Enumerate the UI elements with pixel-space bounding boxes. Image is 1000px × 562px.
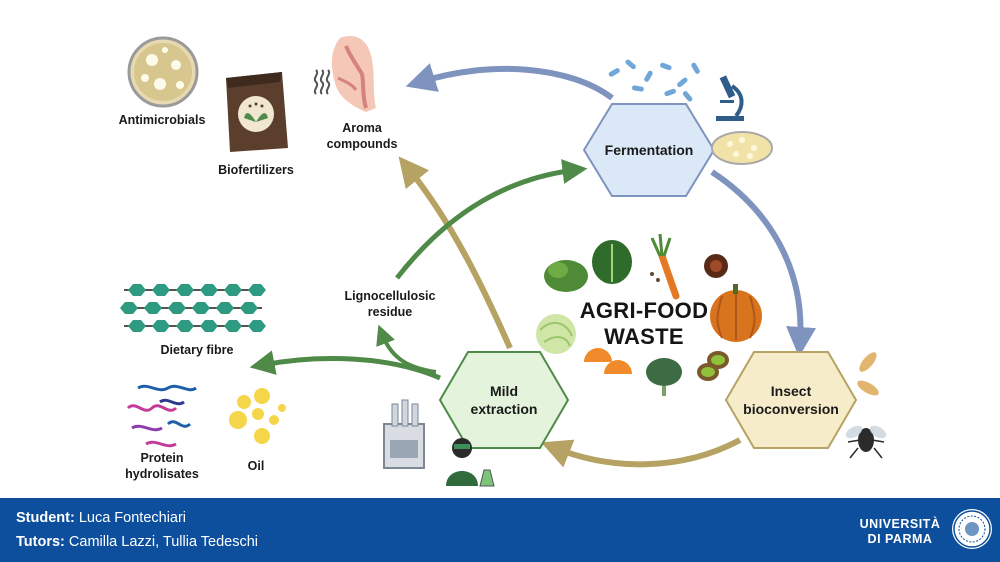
university-line2: DI PARMA <box>867 532 933 546</box>
university-line1: UNIVERSITÀ <box>859 517 941 531</box>
tutors-label: Tutors: <box>16 534 65 550</box>
insect-bioconversion-label: Insect bioconversion <box>730 382 852 418</box>
arrow-fermentation-to-insect <box>710 169 816 357</box>
vegetables-icon <box>536 233 762 396</box>
agri-line1: AGRI-FOOD <box>579 298 709 323</box>
mild-line2: extraction <box>470 401 538 417</box>
dietary-fibre-label: Dietary fibre <box>160 343 234 357</box>
insect-line2: bioconversion <box>743 401 839 417</box>
footer-bar <box>0 498 1000 562</box>
arrow-ligno-to-fermentation <box>395 159 588 280</box>
university-name: UNIVERSITÀ DI PARMA <box>852 517 948 547</box>
antimicrobials-label: Antimicrobials <box>118 113 206 127</box>
larvae-icon <box>857 352 879 396</box>
arrow-insect-to-mild <box>541 437 742 468</box>
culture-plate-icon <box>711 131 773 165</box>
agri-line2: WASTE <box>604 324 684 349</box>
tutors-names: Camilla Lazzi, Tullia Tedeschi <box>68 534 259 550</box>
tutors-line: Tutors: Camilla Lazzi, Tullia Tedeschi <box>16 534 258 550</box>
agri-food-waste-title: AGRI-FOOD WASTE <box>574 298 714 350</box>
protein-hydrolisates-label: Protein hydrolisates <box>112 450 212 482</box>
scientist-icon <box>446 438 495 487</box>
university-seal-icon <box>952 509 992 549</box>
protein-strands-icon <box>126 384 197 448</box>
oil-droplets-icon <box>229 388 286 444</box>
oil-label: Oil <box>247 459 265 473</box>
mild-extraction-label: Mild extraction <box>448 382 560 418</box>
head-profile-icon <box>313 35 376 112</box>
fertilizer-bag-icon <box>226 72 288 152</box>
microscope-icon <box>716 75 744 121</box>
aroma-line2: compounds <box>326 137 398 151</box>
protein-line1: Protein <box>140 451 184 465</box>
aroma-compounds-label: Aroma compounds <box>312 120 412 152</box>
ligno-line2: residue <box>367 305 413 319</box>
lignocellulosic-residue-label: Lignocellulosic residue <box>330 288 450 320</box>
student-name: Luca Fontechiari <box>78 510 187 526</box>
fly-icon <box>845 425 887 459</box>
lab-apparatus-icon <box>383 399 425 469</box>
diagram-canvas <box>120 35 887 487</box>
arrow-mild-to-ligno <box>376 324 437 374</box>
mild-line1: Mild <box>490 383 518 399</box>
bacteria-icon <box>608 59 700 102</box>
insect-node <box>724 351 858 449</box>
insect-line1: Insect <box>770 383 812 399</box>
fermentation-label: Fermentation <box>604 142 694 158</box>
student-line: Student: Luca Fontechiari <box>16 510 186 526</box>
student-label: Student: <box>16 510 75 526</box>
arrow-fermentation-to-aroma <box>405 63 614 101</box>
arrow-mild-to-fibre <box>249 350 442 381</box>
protein-line2: hydrolisates <box>125 467 199 481</box>
aroma-line1: Aroma <box>342 121 382 135</box>
biofertilizers-label: Biofertilizers <box>218 163 294 177</box>
ligno-line1: Lignocellulosic <box>344 289 436 303</box>
fiber-chain-icon <box>120 284 266 332</box>
arrow-mild-to-aroma <box>398 156 513 350</box>
petri-dish-icon <box>127 36 199 108</box>
